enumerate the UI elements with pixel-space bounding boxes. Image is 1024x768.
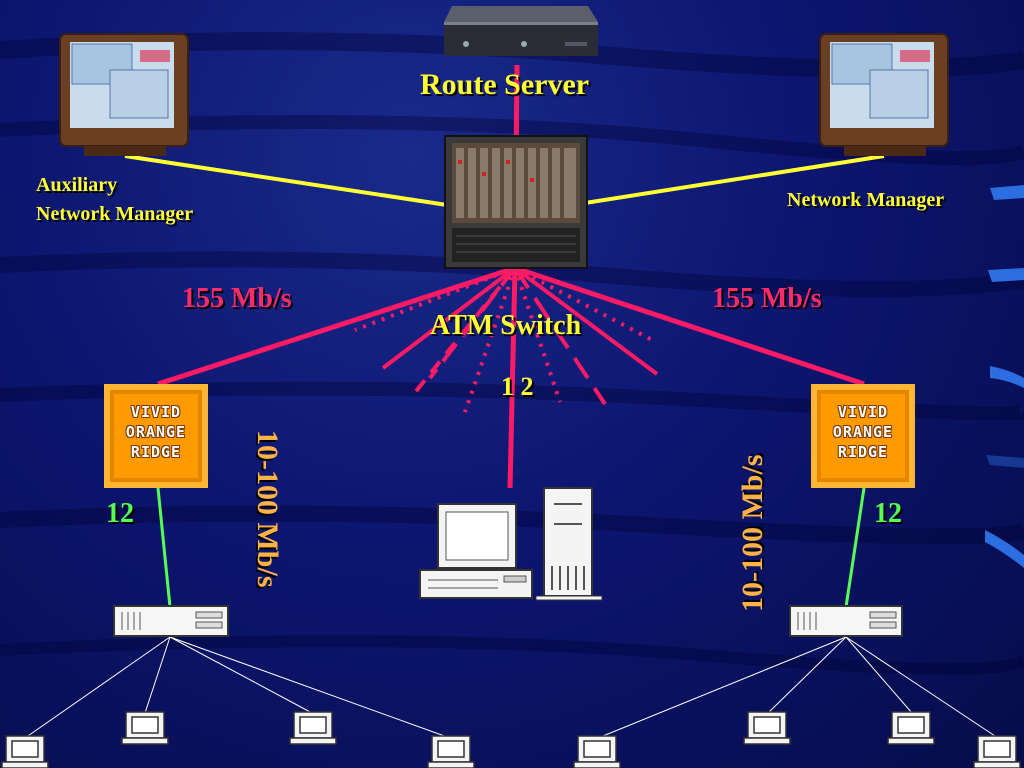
ports-label: 1 2 (501, 372, 534, 401)
lan-drops-left (24, 636, 451, 739)
manager-monitor-icon (819, 33, 949, 156)
router-left-text-line1: VIVID (130, 403, 182, 421)
router-right-text-line3: RIDGE (837, 443, 889, 461)
speed-right-label: 155 Mb/s (712, 283, 822, 314)
right-count-label: 12 (874, 498, 902, 529)
left-count-label: 12 (106, 498, 134, 529)
route-server-label: Route Server (420, 68, 590, 101)
atm-port-fan (354, 266, 659, 413)
workstation-icon (419, 487, 603, 601)
pc-icon (289, 711, 337, 745)
lan-drops-right (597, 636, 999, 739)
lan-speed-right-label: 10-100 Mb/s (736, 454, 769, 613)
router-right-icon: VIVID ORANGE RIDGE (811, 384, 915, 488)
router-right-text-line1: VIVID (837, 403, 889, 421)
pc-icon (973, 735, 1021, 768)
aux-manager-label-line1: Auxiliary (36, 174, 118, 196)
lan-switch-right-icon (789, 605, 903, 637)
pc-icon (743, 711, 791, 745)
router-left-text-line3: RIDGE (130, 443, 182, 461)
atm-switch-label: ATM Switch (430, 310, 582, 341)
aux-manager-link (124, 154, 448, 207)
pc-icon (887, 711, 935, 745)
lan-speed-left-label: 10-100 Mb/s (251, 430, 284, 588)
pc-icon (573, 735, 621, 768)
lan-uplink-left (156, 487, 172, 608)
network-manager-label: Network Manager (787, 189, 945, 211)
trunk-link-left (157, 265, 516, 387)
atm-switch-icon (444, 135, 588, 269)
manager-link (584, 154, 885, 205)
aux-manager-monitor-icon (59, 33, 189, 156)
router-right-text-line2: ORANGE (832, 423, 894, 441)
lan-switch-left-icon (113, 605, 229, 637)
pc-icon (1, 735, 49, 768)
route-server-icon (444, 6, 598, 56)
pc-icons (1, 711, 1021, 768)
aux-manager-label-line2: Network Manager (36, 203, 194, 225)
router-left-icon: VIVID ORANGE RIDGE (104, 384, 208, 488)
trunk-link-right (514, 265, 865, 387)
speed-left-label: 155 Mb/s (182, 283, 292, 314)
pc-icon (427, 735, 475, 768)
edge-ribbons (985, 185, 1024, 568)
router-left-text-line2: ORANGE (125, 423, 187, 441)
lan-uplink-right (844, 487, 866, 608)
pc-icon (121, 711, 169, 745)
trunk-link-workstation (507, 267, 518, 489)
